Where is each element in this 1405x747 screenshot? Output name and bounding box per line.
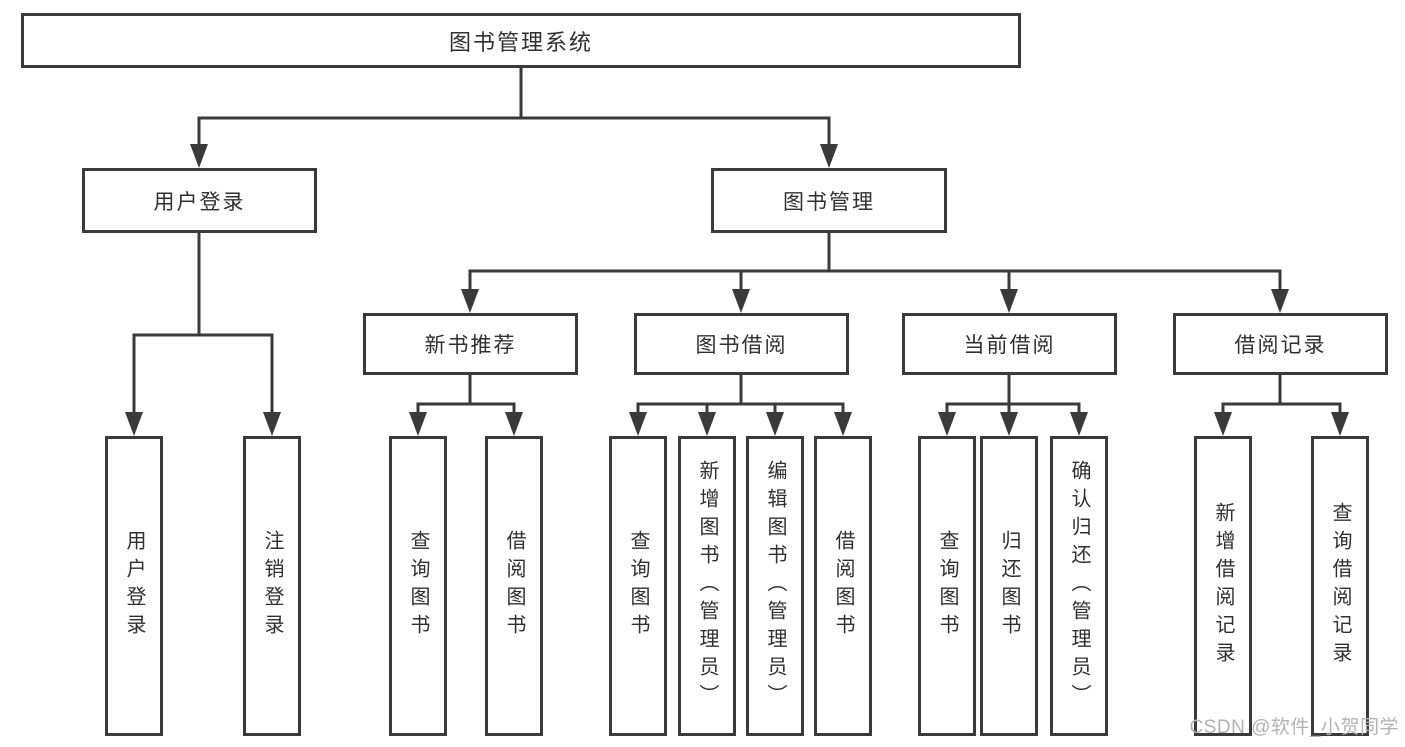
leaf-query-books-borrow-label: 查询图书 (627, 530, 649, 642)
leaf-confirm-return-admin: 确认归还（管理员） (1050, 436, 1108, 736)
node-borrow-records: 借阅记录 (1173, 313, 1388, 375)
leaf-return-books-label: 归还图书 (998, 530, 1020, 642)
node-current-borrowing: 当前借阅 (902, 313, 1117, 375)
connector-arrowheads (125, 144, 1349, 436)
leaf-query-books-borrow: 查询图书 (609, 436, 667, 736)
node-book-borrowing-label: 图书借阅 (695, 334, 788, 357)
leaf-add-books-admin: 新增图书（管理员） (678, 436, 736, 736)
node-current-borrowing-label: 当前借阅 (963, 334, 1056, 357)
node-user-login: 用户登录 (82, 168, 317, 233)
leaf-query-books-current: 查询图书 (918, 436, 976, 736)
leaf-add-borrow-record: 新增借阅记录 (1194, 436, 1252, 736)
node-user-login-label: 用户登录 (153, 190, 246, 214)
leaf-borrow-books-recommend-label: 借阅图书 (503, 530, 525, 642)
leaf-add-borrow-record-label: 新增借阅记录 (1212, 502, 1234, 670)
connector-path (132, 66, 1342, 416)
node-borrow-records-label: 借阅记录 (1234, 334, 1327, 357)
leaf-query-borrow-record-label: 查询借阅记录 (1329, 502, 1351, 670)
node-book-borrowing: 图书借阅 (634, 313, 849, 375)
node-new-book-recommend-label: 新书推荐 (424, 334, 517, 357)
leaf-query-books-recommend-label: 查询图书 (407, 530, 429, 642)
leaf-borrow-books-label: 借阅图书 (832, 530, 854, 642)
leaf-query-books-recommend: 查询图书 (389, 436, 447, 736)
leaf-logout-login-label: 注销登录 (261, 530, 283, 642)
node-book-management-label: 图书管理 (783, 190, 875, 214)
csdn-watermark: CSDN @软件_小贺同学 (1189, 717, 1399, 738)
node-new-book-recommend: 新书推荐 (363, 313, 578, 375)
leaf-borrow-books-recommend: 借阅图书 (485, 436, 543, 736)
leaf-edit-books-admin: 编辑图书（管理员） (746, 436, 804, 736)
leaf-logout-login: 注销登录 (243, 436, 301, 736)
leaf-add-books-admin-label: 新增图书（管理员） (696, 460, 718, 712)
leaf-edit-books-admin-label: 编辑图书（管理员） (764, 460, 786, 712)
leaf-user-login-label: 用户登录 (123, 530, 145, 642)
leaf-query-books-current-label: 查询图书 (936, 530, 958, 642)
leaf-user-login: 用户登录 (105, 436, 163, 736)
leaf-return-books: 归还图书 (980, 436, 1038, 736)
leaf-confirm-return-admin-label: 确认归还（管理员） (1068, 460, 1090, 712)
node-library-system-label: 图书管理系统 (448, 29, 593, 55)
leaf-borrow-books: 借阅图书 (814, 436, 872, 736)
node-book-management: 图书管理 (711, 168, 947, 233)
node-library-system: 图书管理系统 (21, 13, 1021, 68)
leaf-query-borrow-record: 查询借阅记录 (1311, 436, 1369, 736)
